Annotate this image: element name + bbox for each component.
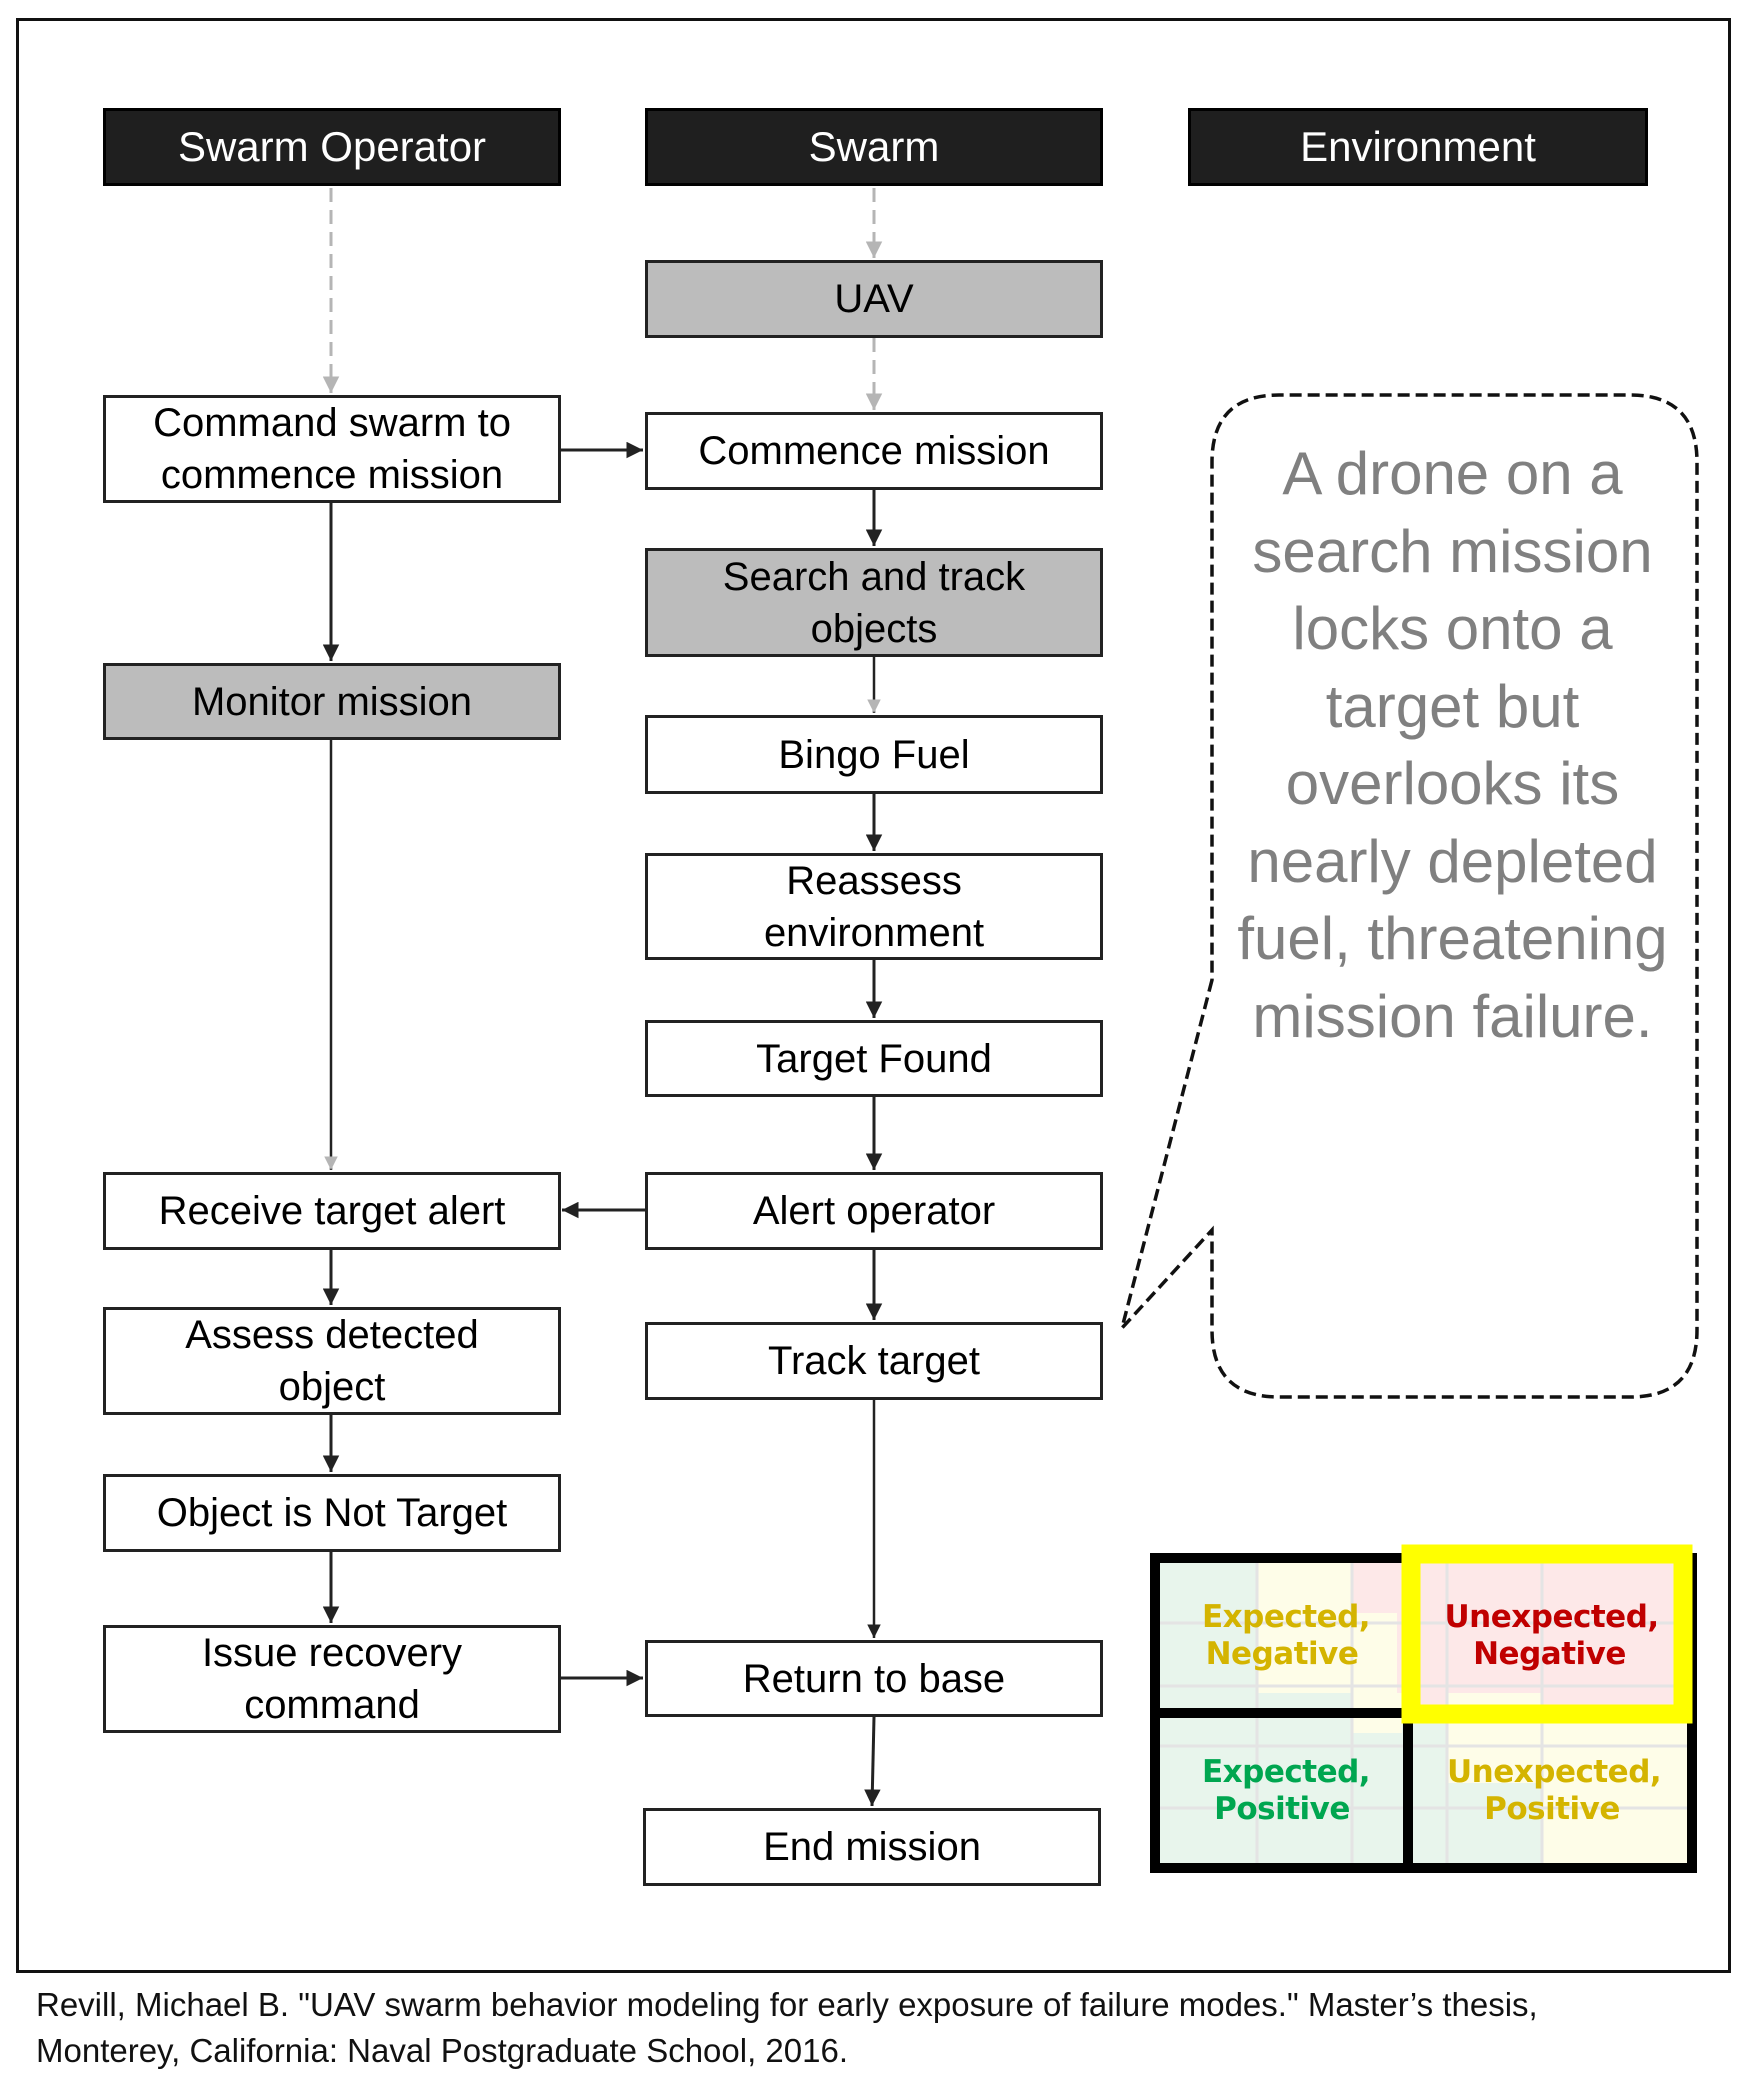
callout-text: A drone on a search mission locks onto a… (1237, 440, 1668, 1050)
node-track-target: Track target (645, 1322, 1103, 1400)
node-label: Monitor mission (191, 679, 473, 724)
node-label: Target Found (756, 1036, 992, 1081)
node-commence-mission: Commence mission (645, 412, 1103, 490)
node-assess-detected-object: Assess detected object (103, 1307, 561, 1415)
node-target-found: Target Found (645, 1020, 1103, 1097)
node-label: Reassess environment (763, 858, 985, 955)
citation-line-2: Monterey, California: Naval Postgraduate… (36, 2032, 849, 2069)
outcome-matrix: Expected, Negative Unexpected, Negative … (1147, 1543, 1700, 1875)
quadrant-expected-positive: Expected, Positive (1162, 1718, 1402, 1863)
node-reassess-environment: Reassess environment (645, 853, 1103, 960)
quadrant-unexpected-positive: Unexpected, Positive (1417, 1718, 1687, 1863)
figure-frame (16, 18, 1731, 1973)
header-environment: Environment (1188, 108, 1648, 186)
node-receive-target-alert: Receive target alert (103, 1172, 561, 1250)
node-label: Bingo Fuel (778, 732, 970, 777)
quadrant-label: Expected, Positive (1202, 1753, 1371, 1827)
quadrant-label: Unexpected, Negative (1444, 1598, 1660, 1672)
node-bingo-fuel: Bingo Fuel (645, 715, 1103, 794)
header-label: Swarm (808, 123, 940, 170)
node-label: Commence mission (698, 429, 1050, 473)
node-label: Return to base (742, 1656, 1006, 1701)
header-swarm: Swarm (645, 108, 1103, 186)
node-label: Search and track objects (722, 554, 1026, 651)
node-label: End mission (763, 1825, 981, 1869)
node-label: Receive target alert (158, 1189, 506, 1233)
matrix-background (1150, 1544, 1697, 1873)
header-swarm-operator: Swarm Operator (103, 108, 561, 186)
node-return-to-base: Return to base (645, 1640, 1103, 1717)
citation: Revill, Michael B. "UAV swarm behavior m… (36, 1982, 1538, 2074)
node-label: Track target (768, 1339, 980, 1383)
node-label: Alert operator (752, 1189, 996, 1233)
quadrant-expected-negative: Expected, Negative (1162, 1563, 1402, 1708)
node-label: Issue recovery command (201, 1631, 463, 1727)
node-command-swarm: Command swarm to commence mission (103, 395, 561, 503)
quadrant-unexpected-negative: Unexpected, Negative (1422, 1563, 1677, 1708)
quadrant-label: Expected, Negative (1202, 1598, 1371, 1672)
highlight-box (1401, 1544, 1693, 1724)
node-label: Object is Not Target (156, 1491, 508, 1535)
callout-bubble (1120, 393, 1699, 1399)
node-alert-operator: Alert operator (645, 1172, 1103, 1250)
citation-line-1: Revill, Michael B. "UAV swarm behavior m… (36, 1986, 1538, 2023)
node-uav: UAV (645, 260, 1103, 338)
node-monitor-mission: Monitor mission (103, 663, 561, 740)
header-label: Swarm Operator (177, 123, 487, 170)
node-label: Command swarm to commence mission (153, 401, 511, 497)
header-label: Environment (1300, 123, 1536, 170)
arrow-return-to-end (864, 1716, 881, 1807)
node-object-not-target: Object is Not Target (103, 1474, 561, 1552)
node-label: Assess detected object (185, 1313, 479, 1409)
node-issue-recovery: Issue recovery command (103, 1625, 561, 1733)
node-label: UAV (834, 277, 914, 321)
quadrant-label: Unexpected, Positive (1447, 1753, 1662, 1827)
node-search-and-track: Search and track objects (645, 548, 1103, 657)
node-end-mission: End mission (643, 1808, 1101, 1886)
